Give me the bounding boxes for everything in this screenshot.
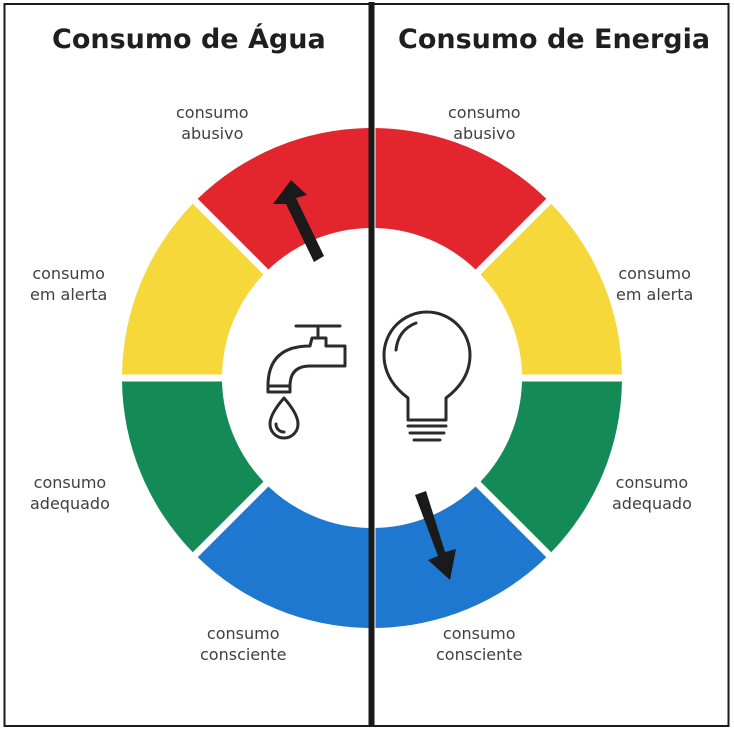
water-segment-adequado: [122, 381, 264, 553]
energy-segment-adequado: [480, 381, 622, 553]
water-segment-alerta: [122, 203, 264, 375]
energy-segment-alerta: [480, 203, 622, 375]
faucet-icon: [266, 324, 347, 440]
water-segment-consciente: [197, 486, 369, 628]
water-indicator-arrow: [273, 180, 324, 262]
energy-segment-abusivo: [375, 128, 547, 270]
energy-segment-consciente: [375, 486, 547, 628]
energy-indicator-arrow: [415, 491, 456, 580]
energy-title: Consumo de Energia: [398, 24, 711, 55]
light-bulb-icon: [382, 310, 472, 442]
water-title: Consumo de Água: [52, 24, 326, 55]
